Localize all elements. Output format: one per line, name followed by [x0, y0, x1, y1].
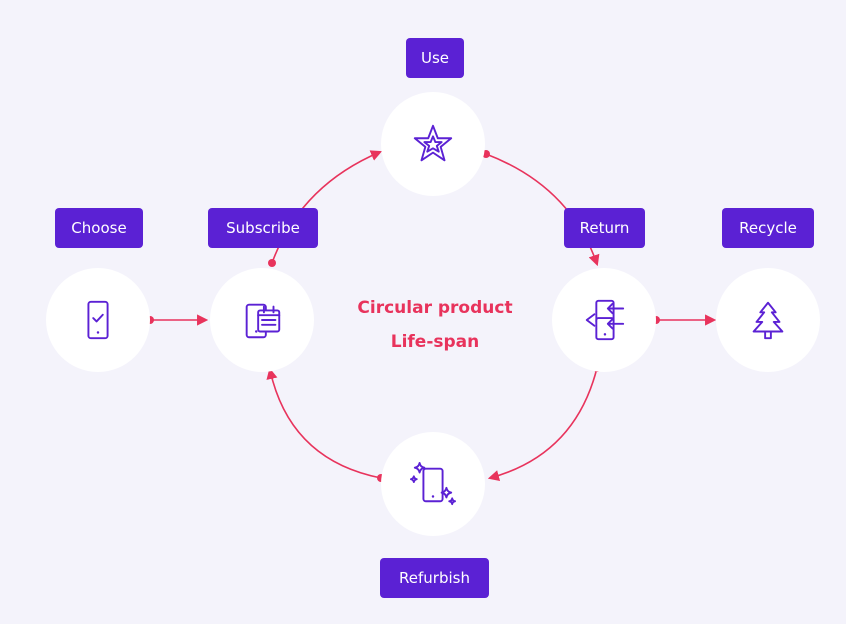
title-line-1: Circular product [357, 298, 513, 318]
subscribe-label: Subscribe [208, 208, 318, 248]
tree-icon [752, 301, 784, 340]
choose-node [46, 268, 150, 372]
refurbish-node [381, 432, 485, 536]
subscribe-node [210, 268, 314, 372]
return-label: Return [564, 208, 645, 248]
phone-sparkle-icon [410, 461, 456, 506]
dot-subscribe [268, 259, 276, 267]
use-node [381, 92, 485, 196]
arrow-refurbish-to-subscribe [266, 367, 382, 479]
phone-calendar-icon [245, 303, 281, 339]
return-node [552, 268, 656, 372]
refurbish-label: Refurbish [380, 558, 489, 598]
phone-check-icon [87, 300, 109, 340]
devices-return-icon [585, 299, 625, 341]
title-line-2: Life-span [390, 332, 480, 352]
recycle-label: Recycle [722, 208, 814, 248]
recycle-node [716, 268, 820, 372]
arrow-return-to-refurbish [487, 367, 598, 482]
use-label: Use [406, 38, 464, 78]
diagram-title: Circular product Life-span [330, 291, 540, 359]
star-icon [413, 124, 453, 162]
choose-label: Choose [55, 208, 143, 248]
